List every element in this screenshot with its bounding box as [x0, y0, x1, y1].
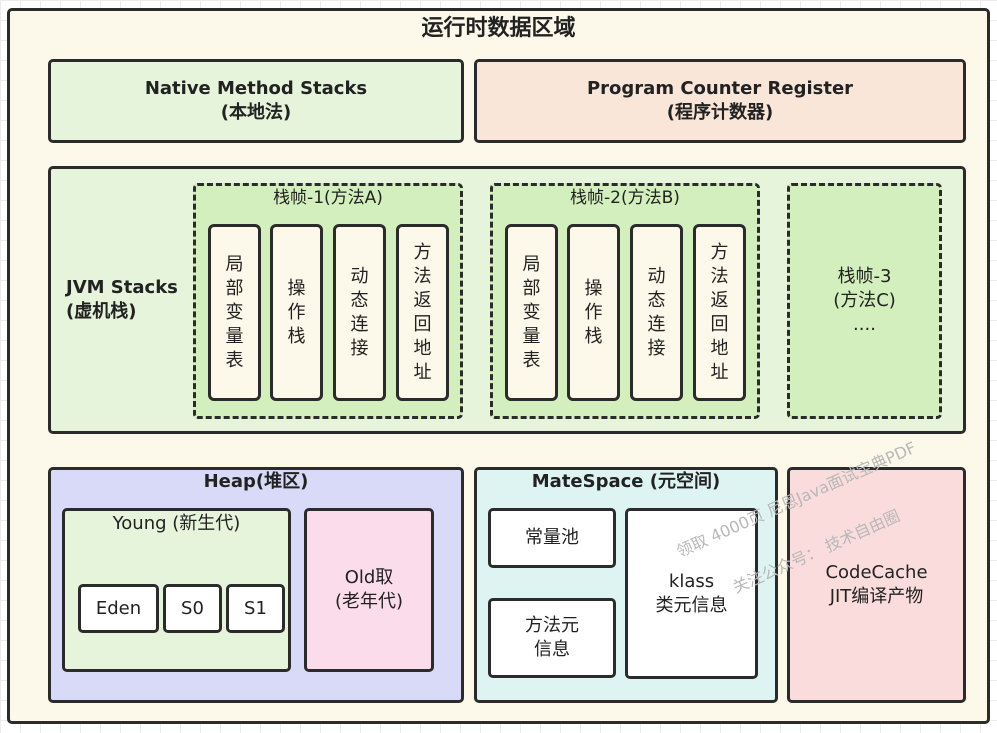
code-cache: CodeCache JIT编译产物 [787, 467, 966, 703]
native-method-stacks-label: Native Method Stacks [144, 78, 368, 99]
vertical-char: 部 [522, 277, 541, 299]
survivor-s0: S0 [163, 584, 222, 633]
frame-cell-text: 方法返回地址 [711, 241, 729, 385]
vertical-char: 栈 [287, 325, 306, 347]
heap-title: Heap(堆区) [203, 471, 309, 492]
method-metadata-label: 方法元 [525, 615, 579, 636]
vertical-char: 回 [710, 313, 729, 335]
vertical-char: 作 [287, 301, 306, 323]
vertical-char: 址 [413, 361, 432, 383]
frame-cell-text: 操作栈 [288, 277, 306, 349]
constant-pool: 常量池 [488, 508, 616, 568]
constant-pool-label: 常量池 [525, 527, 579, 548]
native-method-stacks-sublabel: (本地法) [220, 102, 292, 123]
vertical-char: 回 [413, 313, 432, 335]
return-address: 方法返回地址 [396, 224, 449, 401]
eden-space: Eden [78, 584, 159, 633]
dynamic-linking: 动态连接 [630, 224, 683, 401]
klass-sublabel: 类元信息 [655, 594, 728, 616]
s0-label: S0 [181, 597, 204, 619]
program-counter-label: Program Counter Register [586, 78, 854, 99]
vertical-char: 操 [584, 277, 603, 299]
old-generation-label: Old取 [344, 567, 394, 588]
vertical-char: 址 [710, 361, 729, 383]
vertical-char: 作 [584, 301, 603, 323]
vertical-char: 表 [522, 349, 541, 371]
stack-frame-3: 栈帧-3 (方法C) .... [787, 183, 942, 419]
vertical-char: 态 [647, 289, 666, 311]
frame-cell-text: 局部变量表 [226, 253, 244, 373]
jvm-stacks-label: JVM Stacks (虚机栈) [66, 276, 178, 324]
klass-label: klass [668, 570, 715, 592]
vertical-char: 态 [350, 289, 369, 311]
jvm-stacks-subtitle: (虚机栈) [66, 301, 137, 322]
stack-frame-3-ellipsis: .... [853, 314, 876, 335]
vertical-char: 法 [413, 265, 432, 287]
program-counter-register: Program Counter Register (程序计数器) [474, 59, 966, 143]
vertical-char: 方 [710, 241, 729, 263]
local-variable-table: 局部变量表 [208, 224, 261, 401]
vertical-char: 连 [647, 313, 666, 335]
vertical-char: 接 [350, 337, 369, 359]
operand-stack: 操作栈 [270, 224, 323, 401]
vertical-char: 栈 [584, 325, 603, 347]
vertical-char: 方 [413, 241, 432, 263]
stack-frame-1-title: 栈帧-1(方法A) [273, 188, 383, 208]
frame-cell-text: 动态连接 [648, 265, 666, 361]
stack-frame-3-title: 栈帧-3 [837, 266, 892, 287]
survivor-s1: S1 [226, 584, 285, 633]
frame-cell-text: 局部变量表 [523, 253, 541, 373]
jvm-stacks-title: JVM Stacks [66, 277, 178, 298]
vertical-char: 返 [413, 289, 432, 311]
klass-metadata: klass 类元信息 [625, 508, 758, 679]
vertical-char: 法 [710, 265, 729, 287]
vertical-char: 局 [225, 253, 244, 275]
diagram-title: 运行时数据区域 [421, 16, 576, 41]
metaspace-title: MateSpace (元空间) [531, 471, 721, 492]
vertical-char: 地 [413, 337, 432, 359]
return-address: 方法返回地址 [693, 224, 746, 401]
stack-frame-2-title: 栈帧-2(方法B) [570, 188, 680, 208]
vertical-char: 局 [522, 253, 541, 275]
code-cache-label: CodeCache [825, 562, 928, 583]
vertical-char: 返 [710, 289, 729, 311]
vertical-char: 量 [225, 325, 244, 347]
stack-frame-3-method: (方法C) [833, 290, 896, 311]
vertical-char: 部 [225, 277, 244, 299]
code-cache-sublabel: JIT编译产物 [829, 586, 924, 607]
frame-cell-text: 方法返回地址 [414, 241, 432, 385]
old-generation-sublabel: (老年代) [334, 591, 404, 612]
dynamic-linking: 动态连接 [333, 224, 386, 401]
s1-label: S1 [244, 597, 267, 619]
frame-cell-text: 操作栈 [585, 277, 603, 349]
method-metadata-sublabel: 信息 [534, 639, 570, 660]
vertical-char: 动 [350, 265, 369, 287]
vertical-char: 变 [522, 301, 541, 323]
local-variable-table: 局部变量表 [505, 224, 558, 401]
method-metadata: 方法元 信息 [488, 598, 616, 678]
vertical-char: 连 [350, 313, 369, 335]
old-generation: Old取 (老年代) [304, 508, 434, 672]
program-counter-sublabel: (程序计数器) [666, 102, 774, 123]
vertical-char: 操 [287, 277, 306, 299]
vertical-char: 变 [225, 301, 244, 323]
operand-stack: 操作栈 [567, 224, 620, 401]
vertical-char: 地 [710, 337, 729, 359]
vertical-char: 接 [647, 337, 666, 359]
frame-cell-text: 动态连接 [351, 265, 369, 361]
native-method-stacks: Native Method Stacks (本地法) [48, 59, 464, 143]
eden-label: Eden [95, 597, 142, 619]
vertical-char: 动 [647, 265, 666, 287]
young-generation-title: Young (新生代) [112, 513, 241, 534]
vertical-char: 表 [225, 349, 244, 371]
vertical-char: 量 [522, 325, 541, 347]
